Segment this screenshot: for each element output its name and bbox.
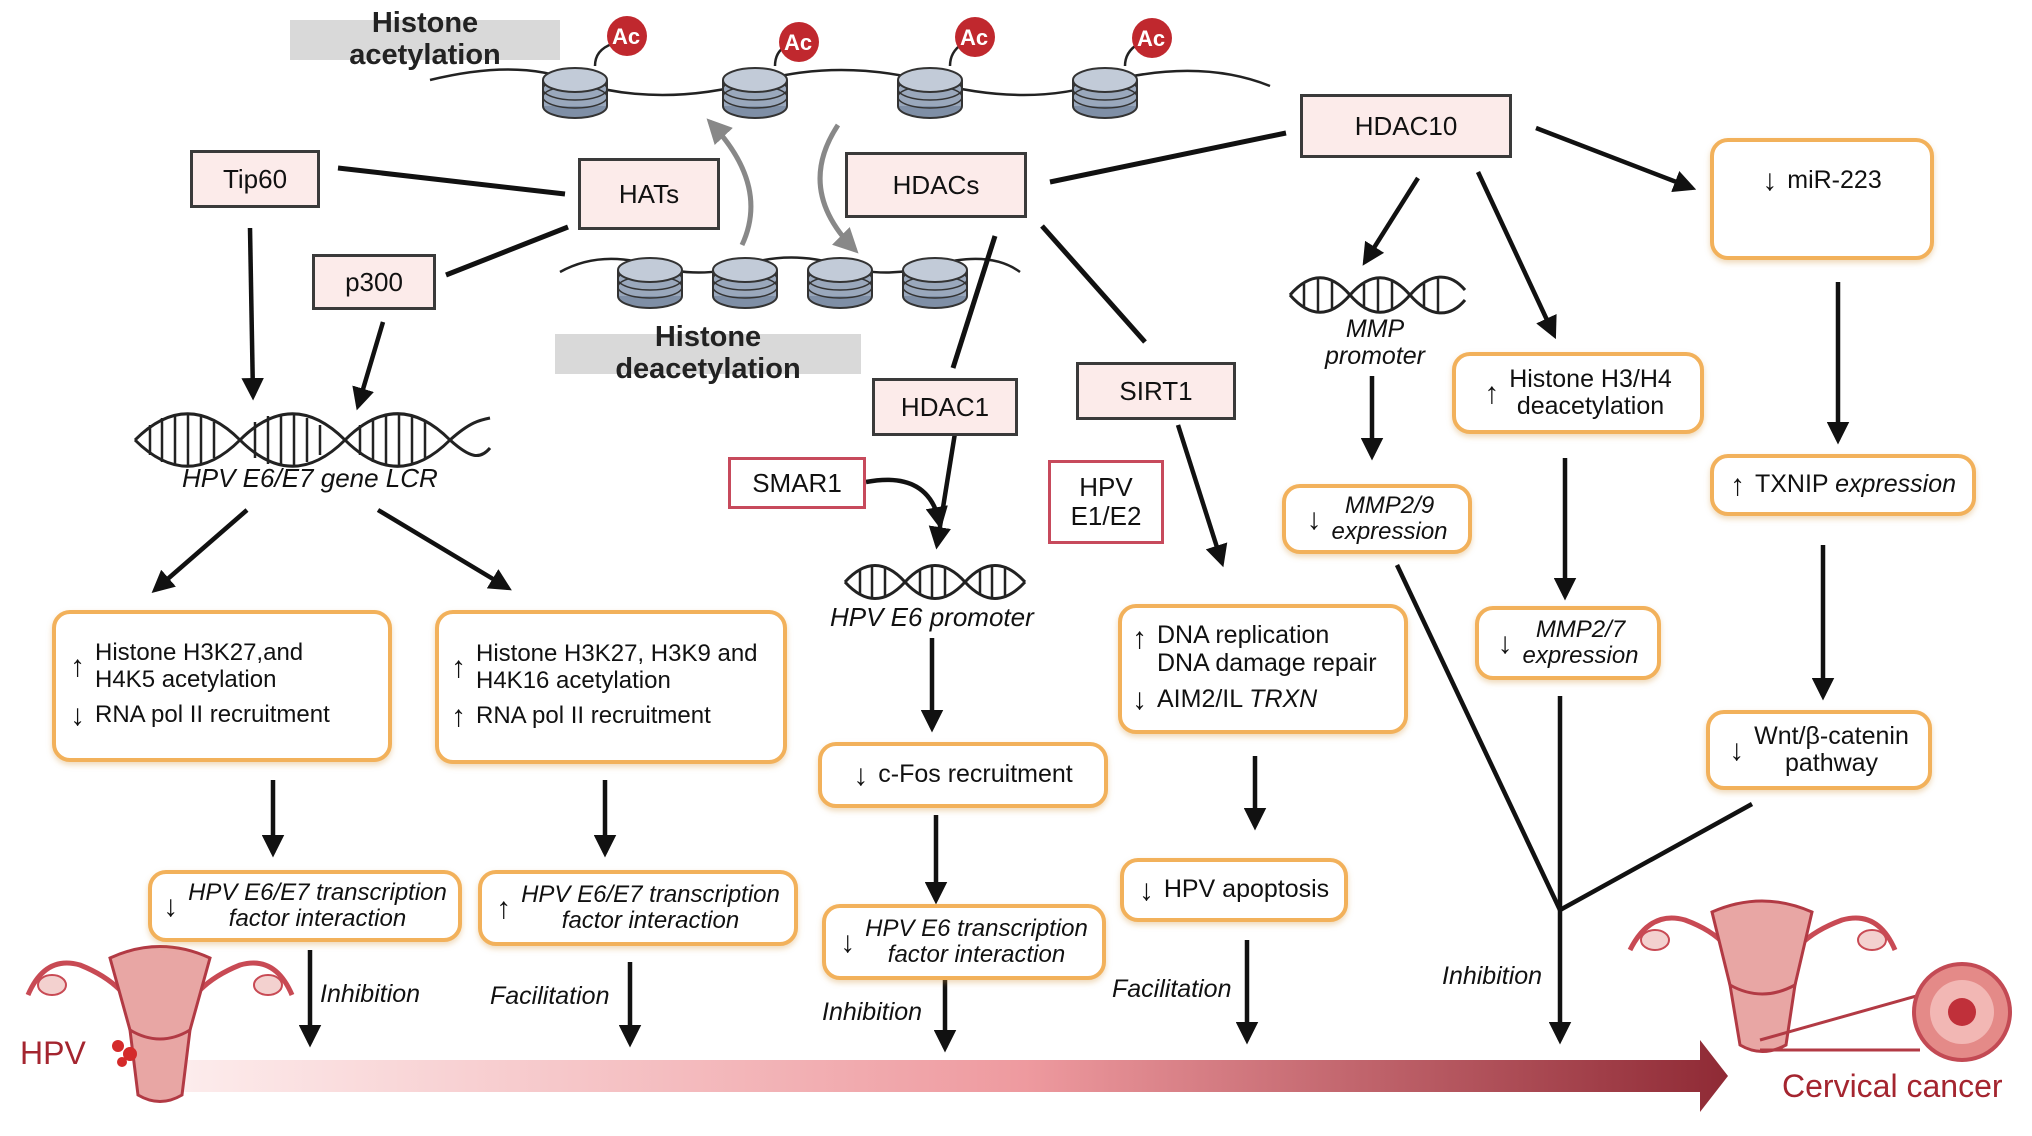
acetyl-mark — [1132, 18, 1172, 58]
hdac10-box: HDAC10 — [1300, 94, 1512, 158]
effect-text: AIM2/IL TRXN — [1157, 684, 1318, 713]
down-arrow: ↓ — [1497, 626, 1513, 660]
e6-promoter-dna-helix — [843, 564, 1027, 600]
lcr-label: HPV E6/E7 gene LCR — [182, 463, 438, 493]
down-arrow: ↓ — [1132, 683, 1147, 716]
effect-text: c-Fos recruitment — [878, 760, 1073, 789]
down-arrow: ↓ — [853, 758, 869, 792]
up-arrow: ↑ — [1132, 622, 1147, 655]
effect-text: TXNIP expression — [1754, 470, 1957, 499]
mmp-promoter-dna-helix — [1288, 275, 1467, 315]
sirt1-box: SIRT1 — [1076, 362, 1236, 420]
effect-text: RNA pol II recruitment — [476, 702, 711, 730]
cervical-cancer-label: Cervical cancer — [1782, 1068, 2003, 1104]
progression-arrow — [165, 1040, 1728, 1112]
up-arrow: ↑ — [1484, 376, 1500, 410]
hpv-label: HPV — [20, 1035, 86, 1071]
down-arrow: ↓ — [1306, 502, 1322, 536]
down-arrow: ↓ — [840, 925, 856, 959]
hats-curved-arrow — [706, 118, 754, 247]
uterus-left-image — [25, 945, 295, 1103]
up-arrow: ↑ — [1729, 468, 1745, 502]
hdacs-curved-arrow — [817, 123, 859, 254]
pathway-arrows — [151, 125, 1850, 1053]
deacetylated-chromatin — [559, 256, 1021, 309]
e6-promoter-label: HPV E6 promoter — [830, 602, 1034, 632]
acetyl-mark — [779, 22, 819, 62]
inhibition-label: Inhibition — [1442, 962, 1543, 990]
down-arrow: ↓ — [70, 698, 85, 732]
lcr-dna-helix — [133, 412, 492, 468]
effect-text: miR-223 — [1787, 165, 1882, 194]
txnip-expression-box: ↑ TXNIP expression — [1710, 454, 1976, 516]
down-arrow: ↓ — [1729, 733, 1745, 767]
facilitation-label: Facilitation — [490, 982, 610, 1010]
down-arrow: ↓ — [1762, 164, 1778, 197]
effect-text: HPV apoptosis — [1163, 875, 1330, 904]
hpv-e1e2-line1: HPV — [1079, 472, 1133, 503]
histone-acetylation-title: Histone acetylation — [290, 7, 560, 71]
acetyl-label: Ac — [1137, 26, 1166, 51]
up-arrow: ↑ — [70, 650, 85, 683]
effect-text: RNA pol II recruitment — [95, 701, 330, 729]
inhibition-label: Inhibition — [320, 980, 421, 1008]
hpv-e1e2-line2: E1/E2 — [1070, 501, 1142, 531]
cfos-recruitment-box: ↓ c-Fos recruitment — [818, 742, 1108, 808]
acetylated-chromatin — [429, 16, 1271, 119]
hpv-apoptosis-box: ↓ HPV apoptosis — [1120, 858, 1348, 922]
up-arrow: ↑ — [451, 651, 466, 684]
acetyl-mark — [607, 16, 647, 56]
down-arrow: ↓ — [163, 889, 179, 923]
acetyl-label: Ac — [612, 24, 641, 49]
acetyl-label: Ac — [960, 25, 989, 50]
hdac1-box: HDAC1 — [872, 378, 1018, 436]
inhibition-label: Inhibition — [822, 998, 923, 1026]
hdacs-box: HDACs — [845, 152, 1027, 218]
acetyl-mark — [955, 17, 995, 57]
p300-box: p300 — [312, 254, 436, 310]
tip60-box: Tip60 — [190, 150, 320, 208]
acetyl-label: Ac — [784, 30, 813, 55]
mir223-box: ↓ miR-223 — [1710, 138, 1934, 260]
mmp-promoter-line1: MMP — [1345, 314, 1405, 343]
histone-deacetylation-title: Histone deacetylation — [555, 321, 861, 385]
down-arrow: ↓ — [1138, 873, 1154, 907]
mmp-promoter-line2: promoter — [1324, 342, 1426, 370]
up-arrow: ↑ — [451, 699, 466, 733]
hats-box: HATs — [578, 158, 720, 230]
hpv-e1e2-box: HPV E1/E2 — [1048, 460, 1164, 544]
uterus-right-image — [1627, 899, 2012, 1062]
up-arrow: ↑ — [496, 891, 512, 925]
smar1-box: SMAR1 — [728, 457, 866, 509]
connector-lines — [337, 130, 1287, 369]
facilitation-label: Facilitation — [1112, 975, 1232, 1003]
mmp-promoter-label: MMP promoter — [1300, 314, 1450, 370]
